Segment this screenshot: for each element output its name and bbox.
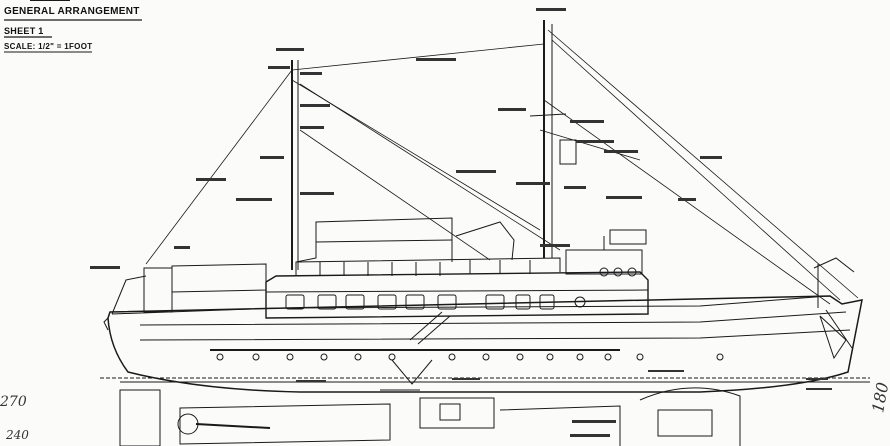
aft-rail (111, 275, 147, 315)
rubbing-strake (139, 329, 851, 341)
upper-deck-rail (295, 257, 561, 272)
aft-cabin-roof (171, 263, 267, 293)
rail-stanchions (319, 260, 531, 276)
lower-compartment-main (179, 403, 391, 445)
main-deckhouse (265, 271, 649, 319)
aft-deckhouse (143, 267, 173, 313)
anchor (819, 315, 847, 360)
engine-block (419, 397, 495, 429)
bow-davit (813, 257, 855, 273)
mast-lamp (559, 139, 577, 165)
ladder (409, 311, 451, 345)
rigging (145, 29, 859, 305)
canopy-seam (315, 239, 453, 243)
scale-note: SCALE: 1/2" = 1FOOT (4, 42, 93, 51)
margin-note-left-bottom: 240 (6, 428, 29, 442)
sheer-line (111, 295, 829, 315)
lower-compartment-aft (119, 389, 161, 446)
drawing-title: GENERAL ARRANGEMENT (4, 6, 140, 17)
canopy-frame (295, 217, 453, 276)
wheelhouse (565, 249, 643, 275)
deckhouse-windows (285, 267, 637, 310)
searchlight-housing (609, 229, 647, 245)
sheet-number: SHEET 1 (4, 26, 44, 36)
margin-note-left-top: 270 (0, 394, 27, 410)
anchor-chain (825, 309, 853, 349)
stern-tip (103, 317, 109, 331)
bridge-canopy (455, 221, 515, 261)
annotation-marks (90, 8, 832, 437)
fore-mast-yard (529, 113, 567, 117)
forward-tank (639, 387, 741, 446)
lower-stair (391, 359, 433, 385)
hull-portholes (216, 353, 724, 361)
tank-label-box (657, 409, 713, 437)
engine-head (439, 403, 461, 421)
deckhouse-sill (265, 289, 649, 293)
hull-outline (107, 295, 863, 393)
propeller (177, 413, 199, 435)
prop-shaft (195, 423, 271, 429)
fuel-tanks (499, 405, 621, 446)
deck-line (139, 311, 847, 326)
